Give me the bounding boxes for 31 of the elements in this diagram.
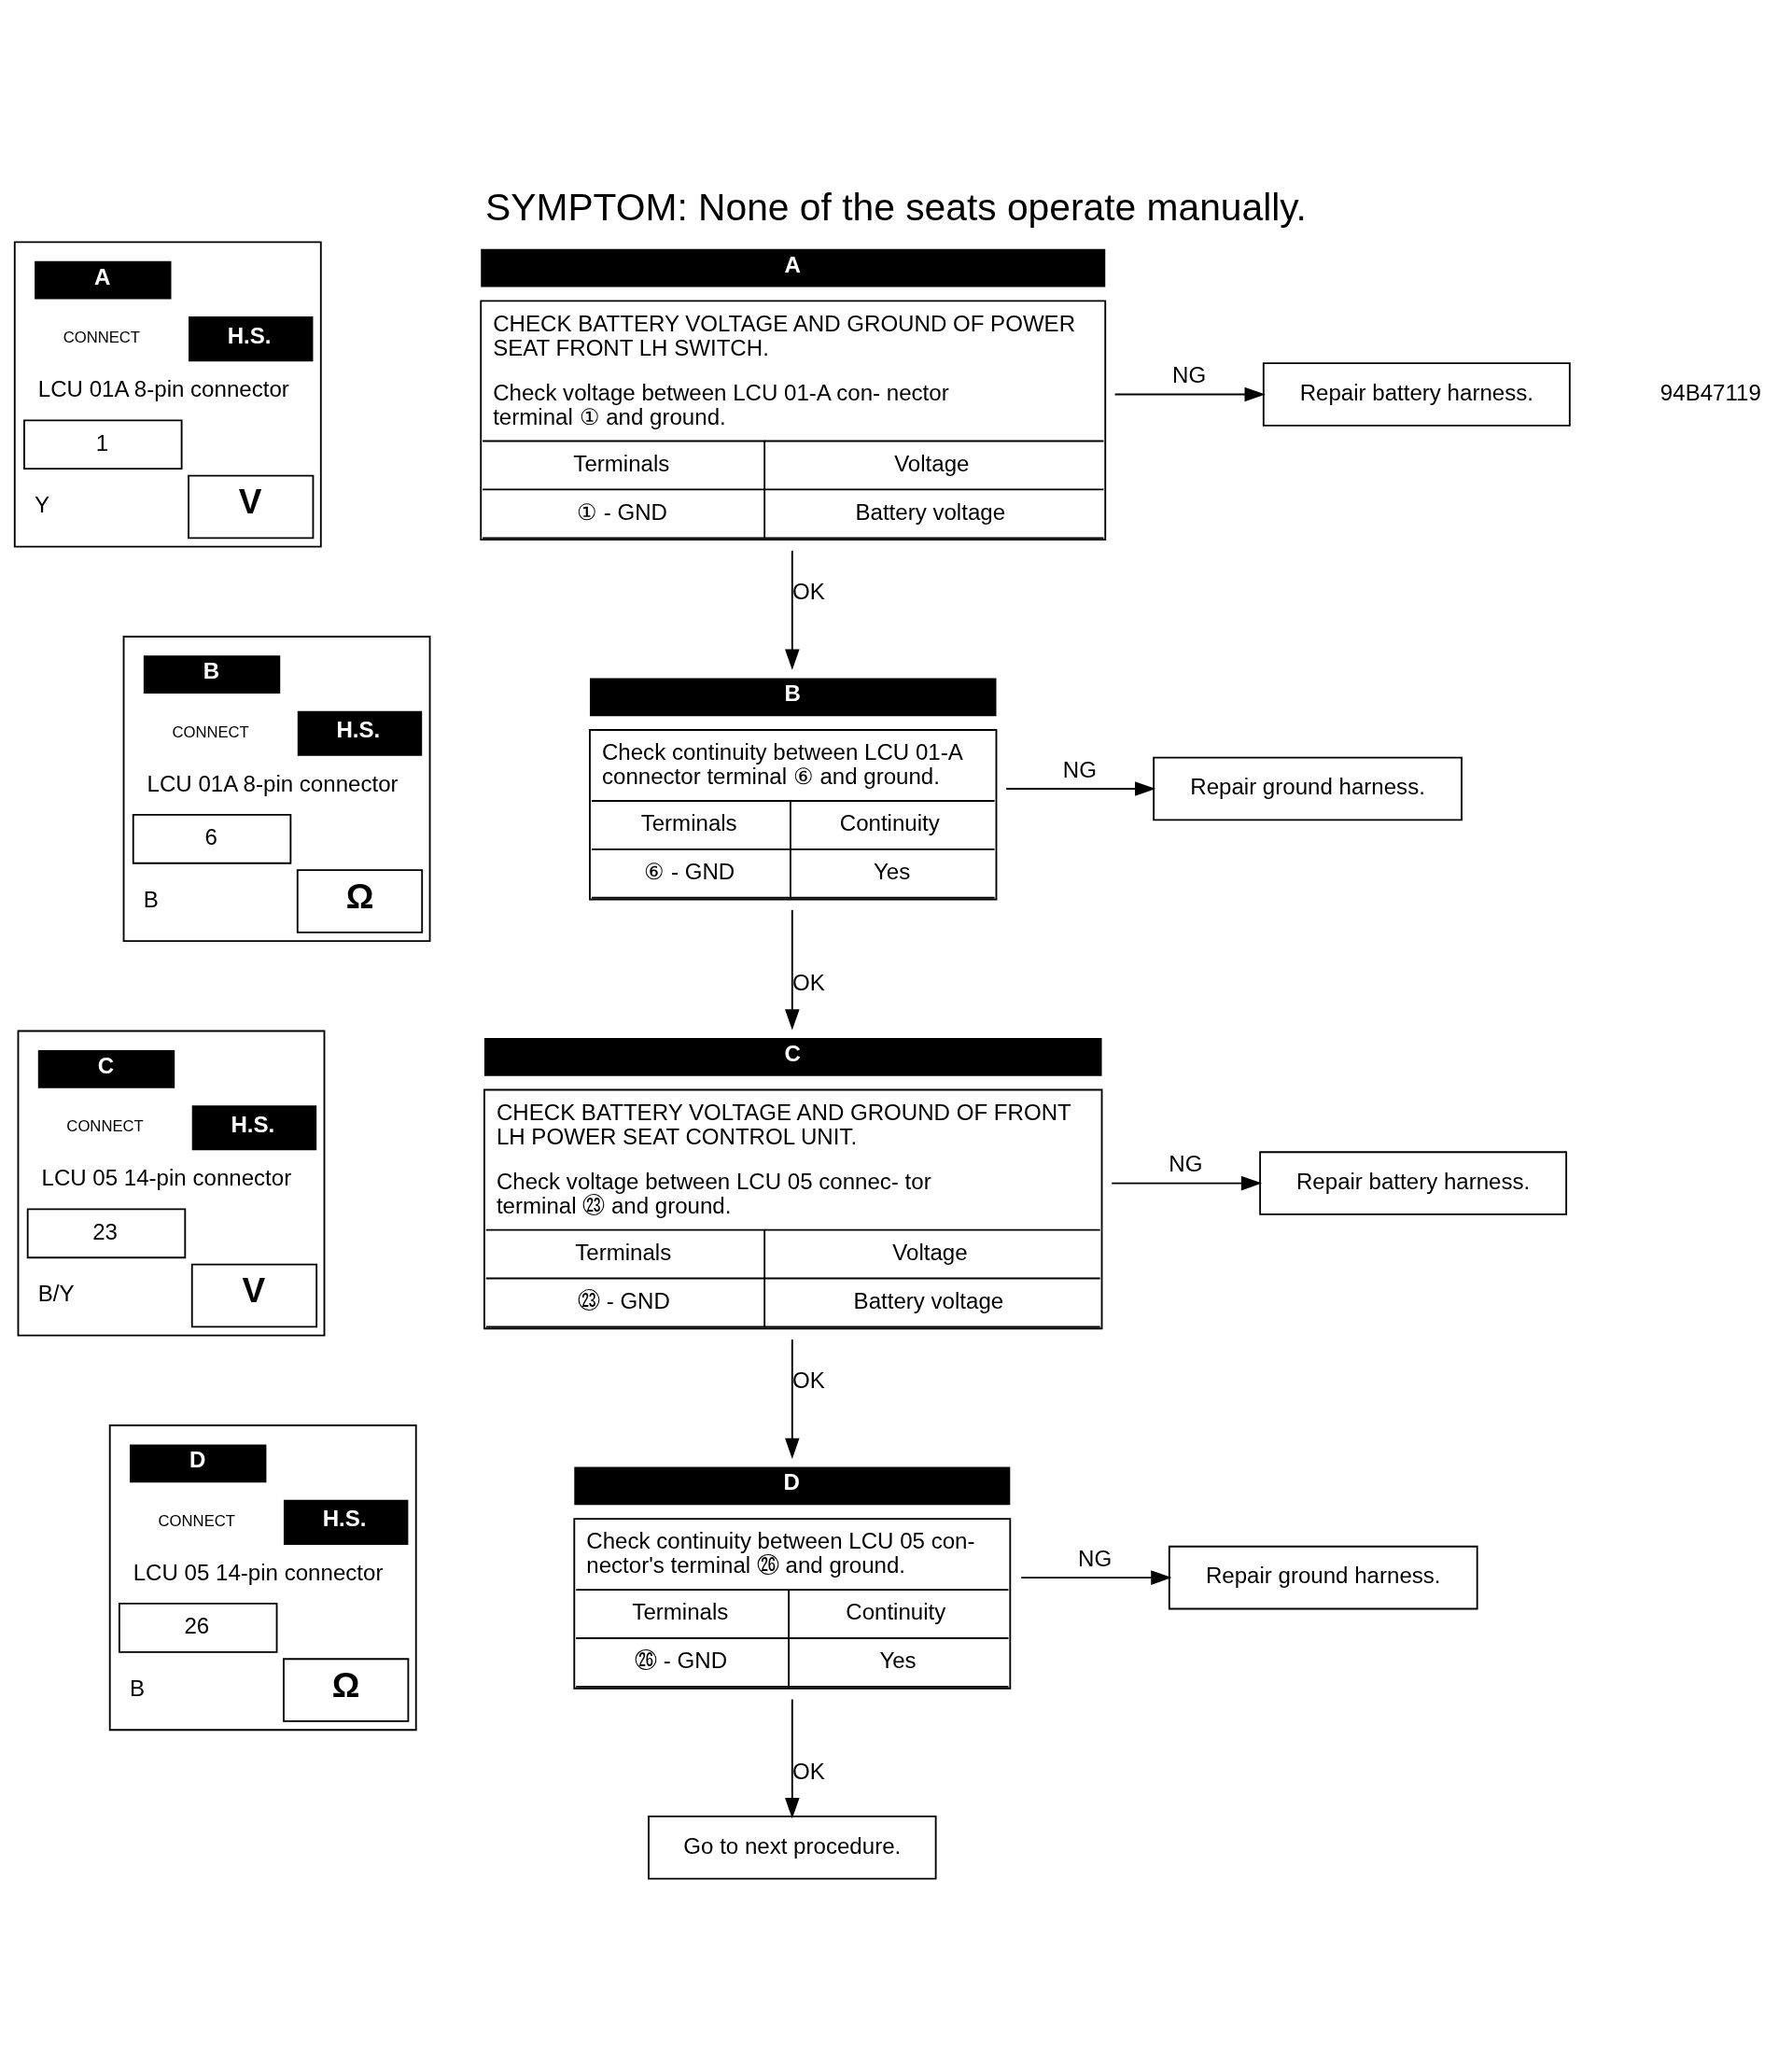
node-box: C CONNECT H.S. LCU 05 14-pin connector 23 B/Y V [17,1030,326,1337]
node-box: Repair ground harness. [1168,1545,1478,1610]
node-label: D [783,1469,800,1495]
arrow [785,1698,800,1819]
edge-label: OK [792,578,825,604]
node-box: A CONNECT H.S. LCU 01A 8-pin connector 1 Y V [13,241,322,548]
edge-label: OK [792,1368,825,1394]
edge-label: OK [792,1758,825,1784]
node-label: B [784,680,801,707]
node-label: A [784,251,801,277]
node-box: Repair battery harness. [1262,362,1571,427]
label: 94B47119 [1659,379,1761,405]
arrow [1111,1175,1263,1191]
node-box: Repair battery harness. [1259,1151,1568,1215]
node-box: B CONNECT H.S. LCU 01A 8-pin connector 6 B Ω [122,636,431,943]
edge-label: NG [1172,362,1207,388]
node-box: Go to next procedure. [648,1815,937,1880]
edge-label: NG [1078,1545,1113,1571]
edge-label: OK [792,969,825,995]
arrow [785,549,800,670]
diagram-title: SYMPTOM: None of the seats operate manually. [485,186,1307,230]
node-box: D CONNECT H.S. LCU 05 14-pin connector 26 B Ω [108,1424,417,1732]
edge-label: NG [1169,1151,1203,1177]
arrow [1020,1570,1172,1585]
arrow [785,1339,800,1459]
arrow [1005,781,1156,796]
arrow [785,908,800,1031]
node-box: Repair ground harness. [1153,756,1463,821]
arrow [1113,386,1266,402]
node-label: C [784,1040,801,1066]
edge-label: NG [1062,756,1097,782]
